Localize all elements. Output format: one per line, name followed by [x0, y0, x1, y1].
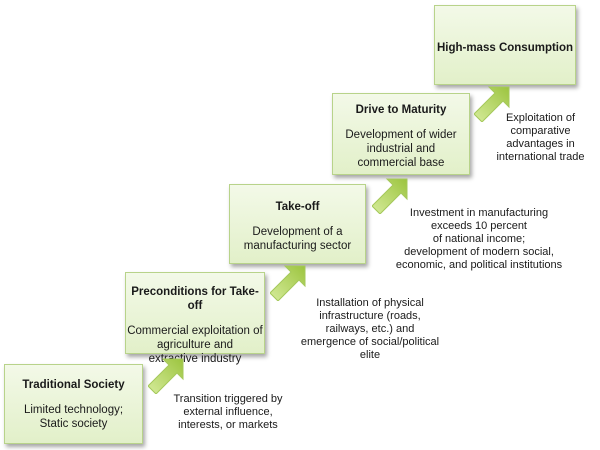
- note-line: international trade: [496, 151, 585, 163]
- stage-description-line: Commercial exploitation of: [127, 325, 263, 337]
- note-line: infrastructure (roads,: [319, 310, 421, 322]
- note-line: interests, or markets: [178, 419, 278, 431]
- note-line: Exploitation of: [505, 112, 576, 124]
- stage-description-line: extractive industry: [148, 353, 242, 365]
- note-line: emergence of social/political: [300, 336, 440, 348]
- stage-description-line: agriculture and: [156, 339, 234, 351]
- transition-note-1: Transition triggered by external influen…: [163, 393, 293, 432]
- note-line: Investment in manufacturing: [409, 207, 549, 219]
- note-line: comparative: [510, 125, 571, 137]
- stage-description-line: industrial and: [366, 143, 436, 155]
- transition-arrow-2-icon: [270, 265, 306, 301]
- transition-arrow-4-icon: [474, 86, 510, 122]
- note-line: of national income;: [432, 233, 526, 245]
- transition-note-3: Investment in manufacturing exceeds 10 p…: [384, 207, 574, 272]
- stage-description-line: manufacturing sector: [243, 240, 352, 252]
- stage-title: High-mass Consumption: [436, 42, 574, 54]
- stage-preconditions-for-take-off: Preconditions for Take-off Commercial ex…: [125, 272, 265, 365]
- stage-description: Commercial exploitation of agriculture a…: [126, 324, 264, 366]
- transition-arrow-1-icon: [148, 358, 184, 394]
- note-line: exceeds 10 percent: [430, 220, 527, 232]
- note-line: railways, etc.) and: [325, 323, 415, 335]
- stage-traditional-society: Traditional Society Limited technology; …: [4, 364, 143, 444]
- stage-description-line: Development of a: [252, 226, 343, 238]
- stage-description-line: Limited technology;: [23, 404, 124, 416]
- stage-title: Drive to Maturity: [355, 104, 447, 116]
- stage-take-off: Take-off Development of a manufacturing …: [229, 184, 366, 264]
- transition-arrow-3-icon: [372, 178, 408, 214]
- note-line: development of modern social,: [404, 246, 554, 258]
- stage-title: Preconditions for Take-off: [131, 286, 259, 312]
- transition-note-2: Installation of physical infrastructure …: [290, 297, 450, 362]
- stage-description-line: commercial base: [357, 157, 445, 169]
- stage-title: Traditional Society: [22, 379, 125, 391]
- stage-description-line: Development of wider: [345, 129, 457, 141]
- note-line: elite: [359, 349, 381, 361]
- transition-note-4: Exploitation of comparative advantages i…: [483, 112, 598, 164]
- note-line: advantages in: [506, 138, 575, 150]
- note-line: Transition triggered by: [173, 393, 283, 405]
- note-line: economic, and political institutions: [395, 259, 563, 271]
- note-line: Installation of physical: [316, 297, 424, 309]
- note-line: external influence,: [183, 406, 273, 418]
- stage-drive-to-maturity: Drive to Maturity Development of wider i…: [332, 93, 470, 175]
- stage-description-line: Static society: [39, 418, 108, 430]
- stage-description: Development of a manufacturing sector: [230, 225, 365, 253]
- stage-title: Take-off: [275, 201, 320, 213]
- stage-description: Limited technology; Static society: [5, 403, 142, 431]
- stage-description: Development of wider industrial and comm…: [333, 128, 469, 170]
- stage-high-mass-consumption: High-mass Consumption: [434, 5, 576, 85]
